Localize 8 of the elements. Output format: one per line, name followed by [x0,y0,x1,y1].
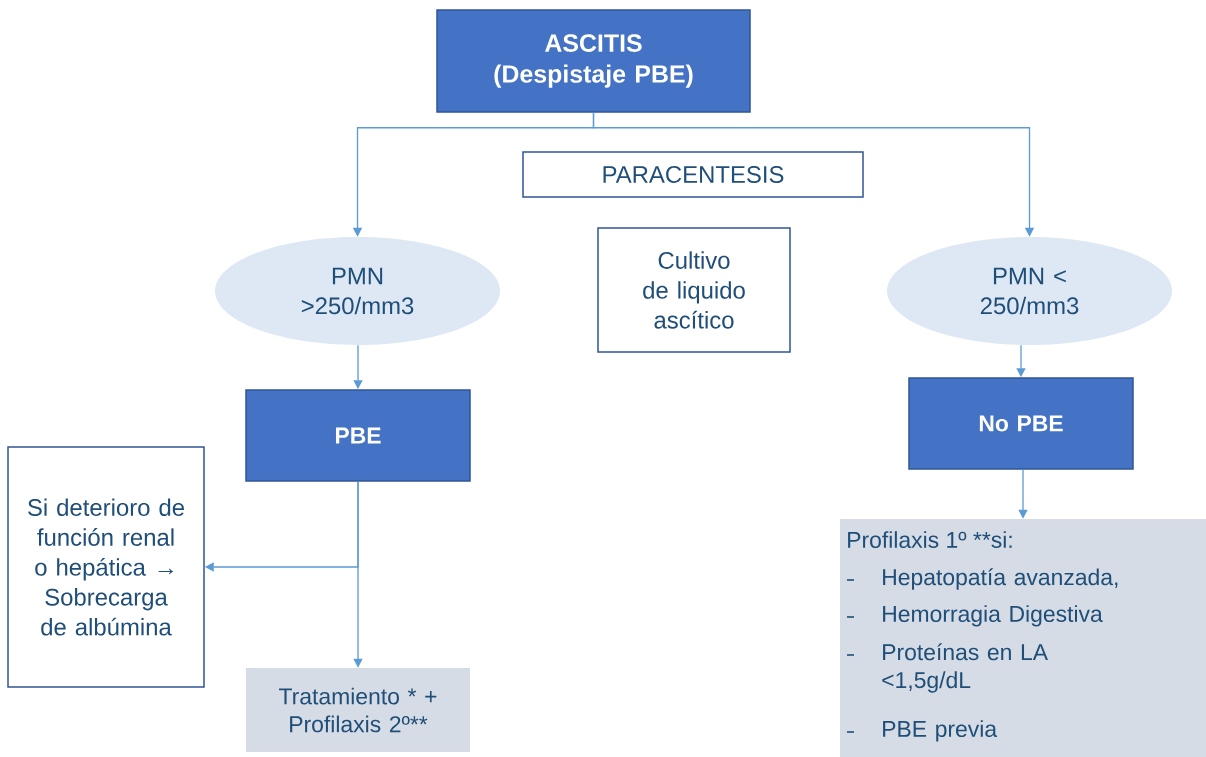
text-box: PARACENTESIS [522,151,864,198]
note-box: Tratamiento * + Profilaxis 2º** [246,668,470,752]
title-box: ASCITIS (Despistaje PBE) [436,9,751,113]
note-box: Profilaxis 1º **si: Hepatopatía avanzada, Hemorragia Digestiva Proteínas en LA <1,5g/dL PBE previa [840,519,1206,757]
result-box: PBE [245,389,471,482]
text-box: Cultivo de liquido ascítico [597,227,791,353]
text-box: Si deterioro de función renal o hepática → Sobrecarga de albúmina [7,446,205,688]
result-box: No PBE [908,377,1134,470]
